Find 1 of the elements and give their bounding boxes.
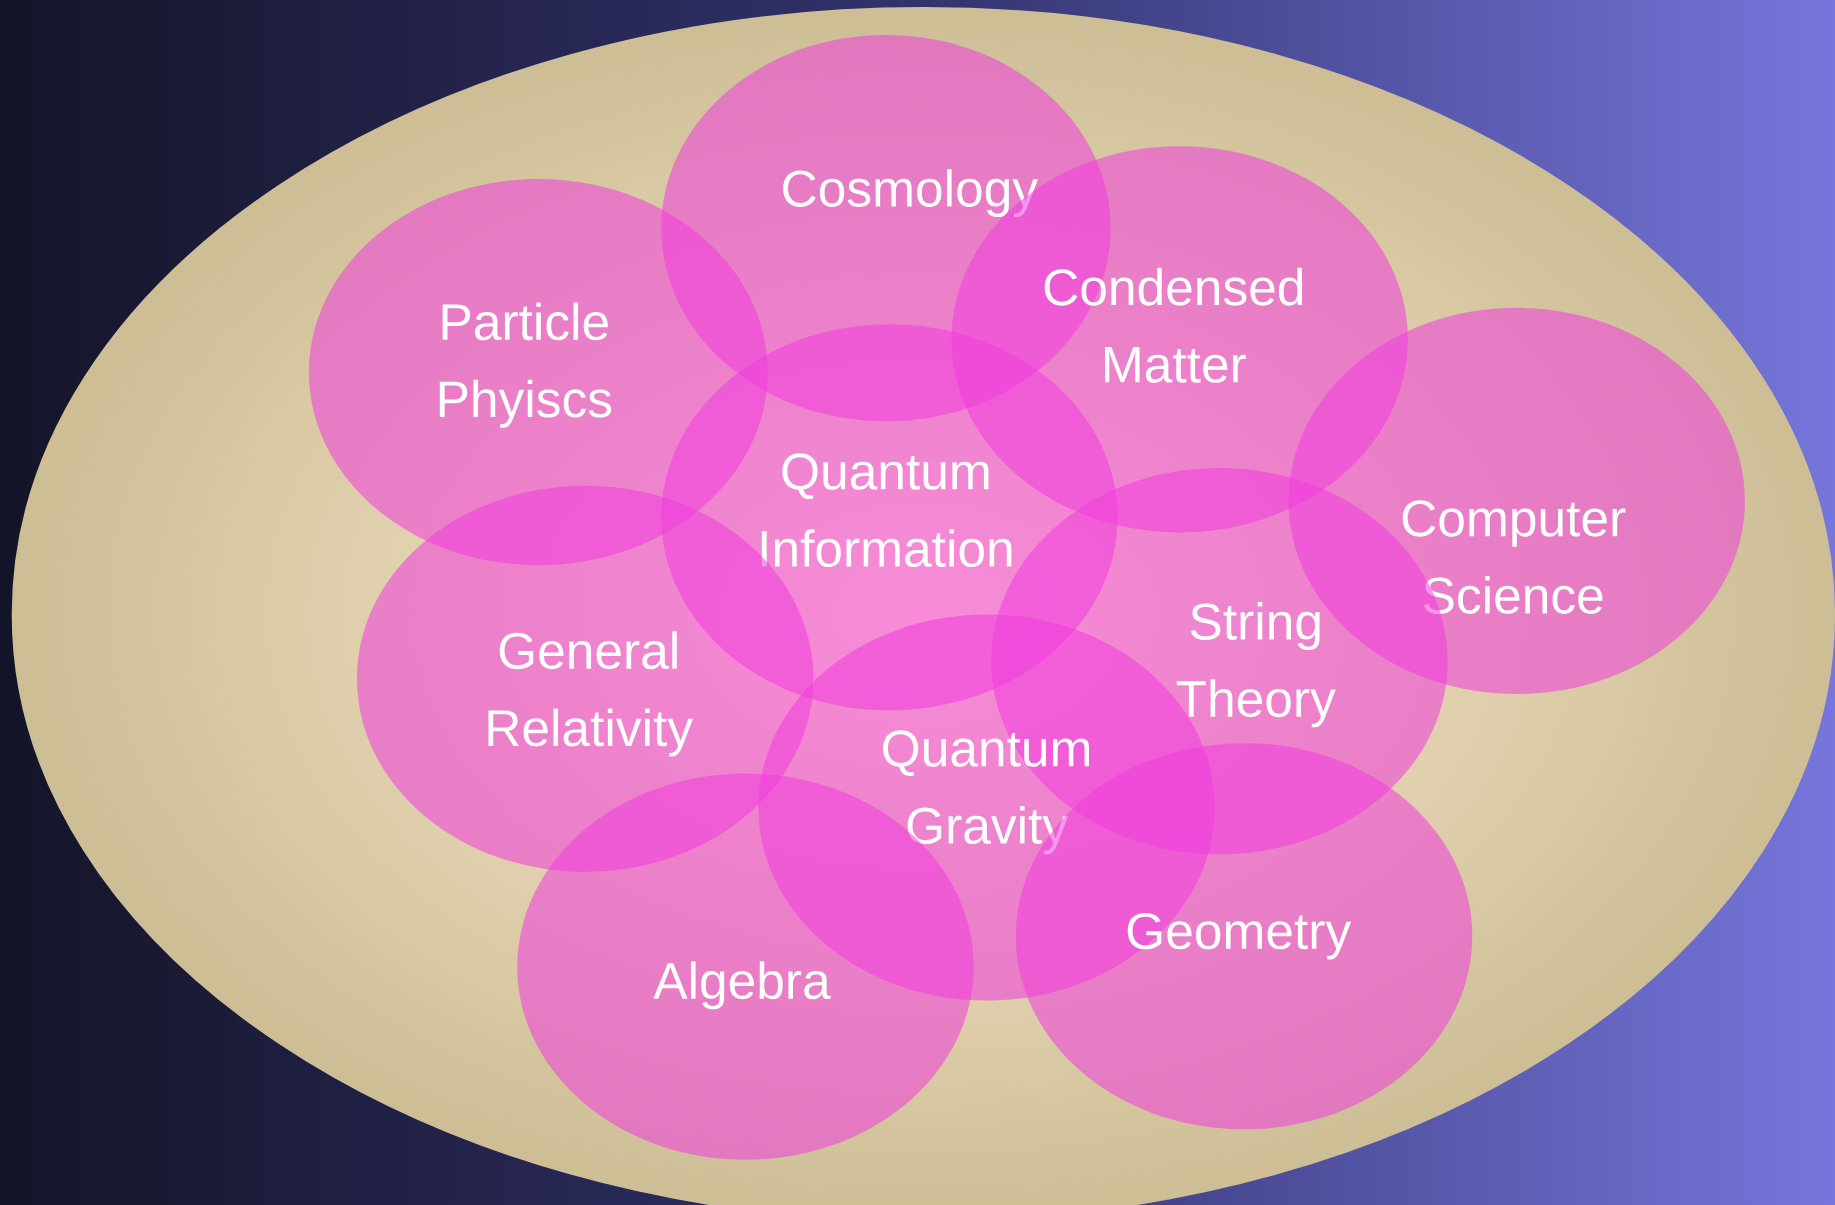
- egg-shape: [11, 6, 1835, 1205]
